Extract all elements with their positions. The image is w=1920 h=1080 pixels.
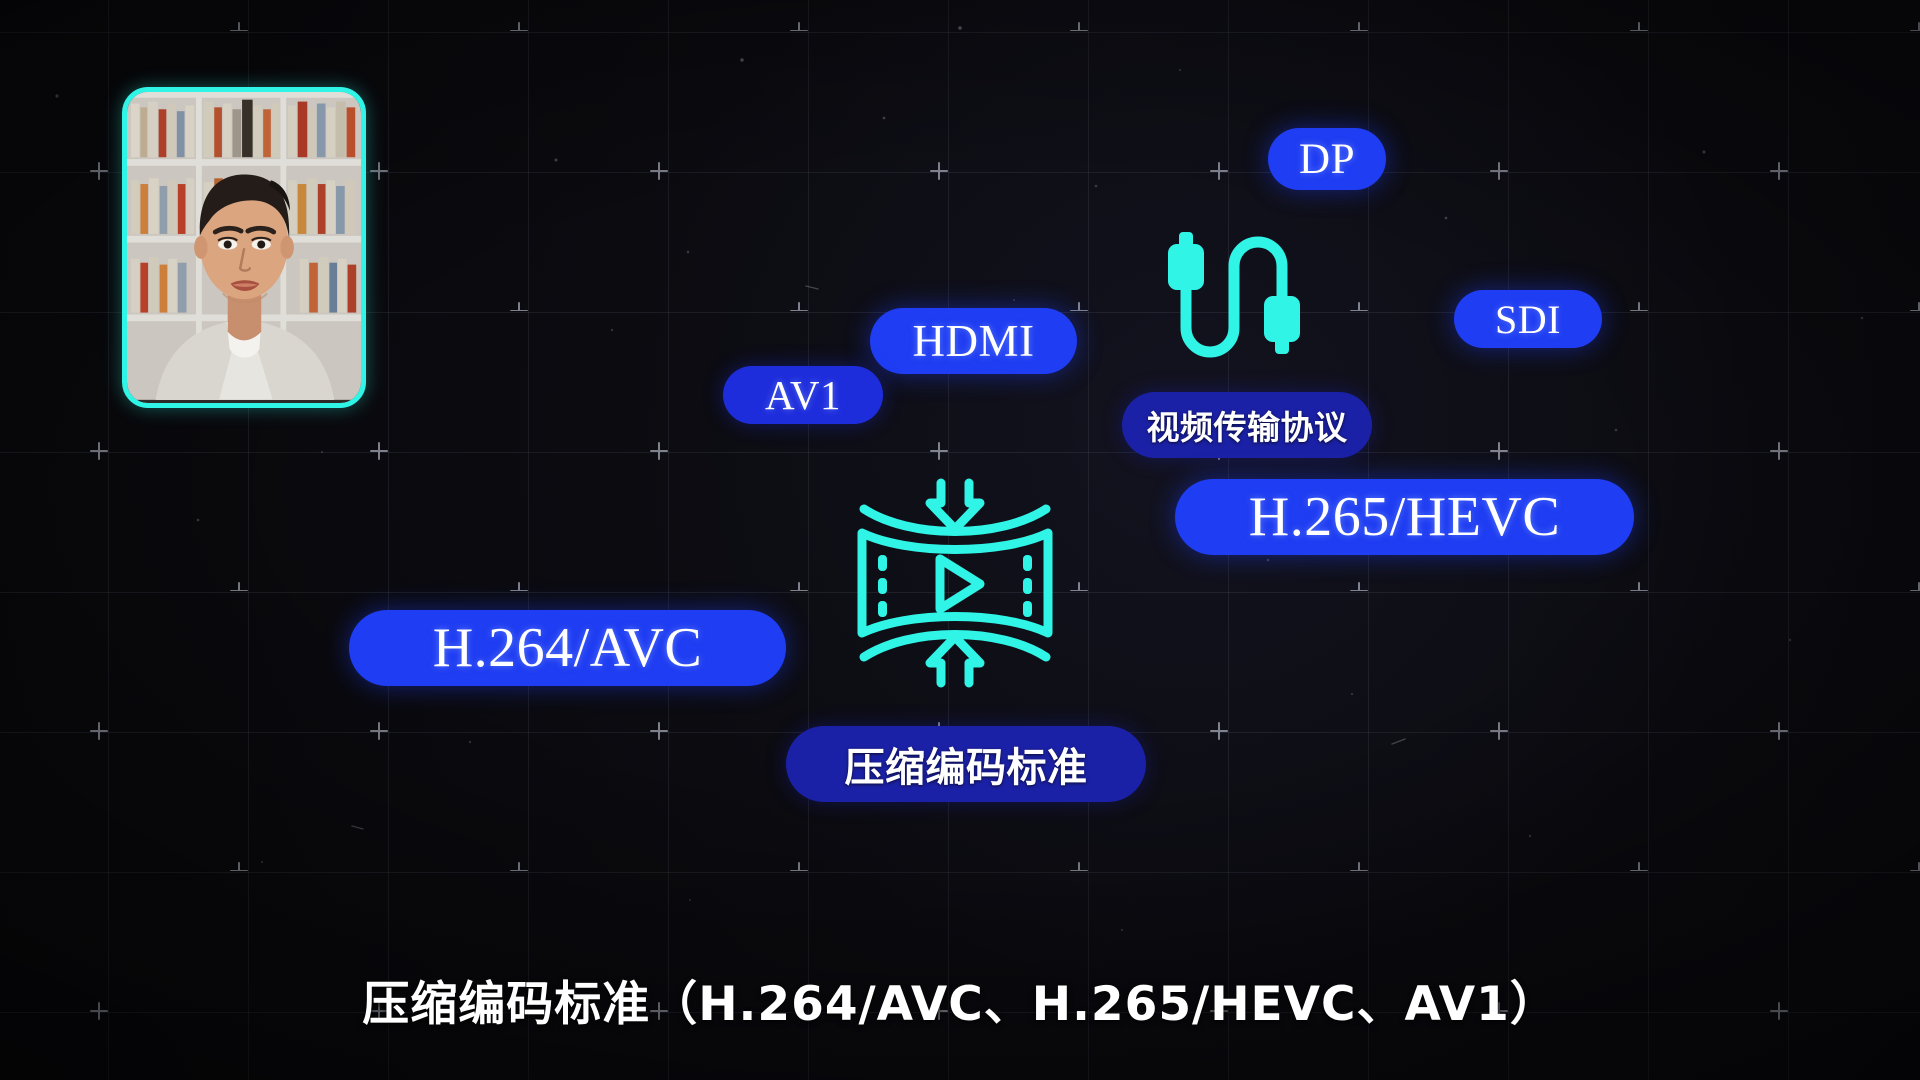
pill-h265-hevc[interactable]: H.265/HEVC [1175,479,1634,555]
cable-connector-icon [1150,226,1322,382]
pill-hdmi[interactable]: HDMI [870,308,1077,374]
pill-dp[interactable]: DP [1268,128,1386,190]
presenter-webcam-overlay[interactable] [122,87,366,408]
pill-h264-avc[interactable]: H.264/AVC [349,610,786,686]
subtitle-caption: 压缩编码标准（H.264/AVC、H.265/HEVC、AV1） [362,977,1558,1032]
pill-av1[interactable]: AV1 [723,366,883,424]
pill-compression-coding-standard[interactable]: 压缩编码标准 [786,726,1146,802]
video-compression-icon [840,477,1070,689]
presenter-video-frame [127,92,361,400]
pill-video-transmission-protocol[interactable]: 视频传输协议 [1122,392,1372,458]
pill-sdi[interactable]: SDI [1454,290,1602,348]
